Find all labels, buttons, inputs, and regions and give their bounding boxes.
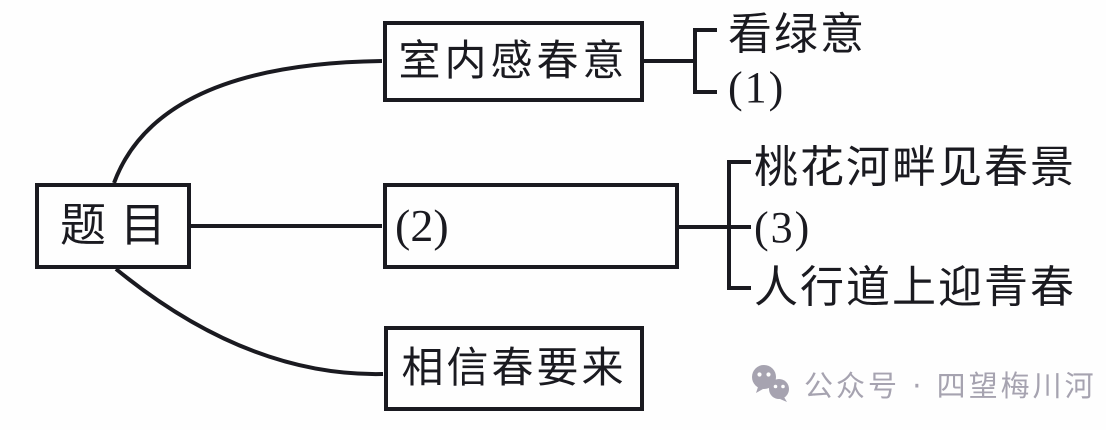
mid-branch-box: (2): [383, 183, 679, 269]
curve-root-to-bottom-box: [114, 267, 384, 377]
bracket-mid-branch: [727, 160, 751, 290]
top-branch-box: 室内感春意: [383, 21, 644, 102]
watermark: 公众号 · 四望梅川河: [748, 363, 1097, 405]
root-node-box: 题目: [35, 183, 191, 269]
leaf-label: 看绿意: [728, 10, 866, 59]
curve-root-to-top-box: [112, 59, 383, 184]
leaf-label: 人行道上迎青春: [754, 263, 1076, 312]
watermark-text: 公众号 · 四望梅川河: [804, 369, 1097, 403]
bracket-top-branch: [693, 28, 717, 94]
top-branch-label: 室内感春意: [398, 38, 629, 85]
mid-branch-label: (2): [395, 200, 449, 251]
leaf-label: (3): [754, 203, 812, 252]
root-node-label: 题目: [60, 200, 180, 251]
leaf-label: (1): [728, 63, 786, 112]
wechat-icon: [752, 365, 789, 402]
bottom-branch-label: 相信春要来: [401, 345, 627, 392]
leaf-label: 桃花河畔见春景: [754, 143, 1076, 192]
bottom-branch-box: 相信春要来: [384, 326, 644, 411]
